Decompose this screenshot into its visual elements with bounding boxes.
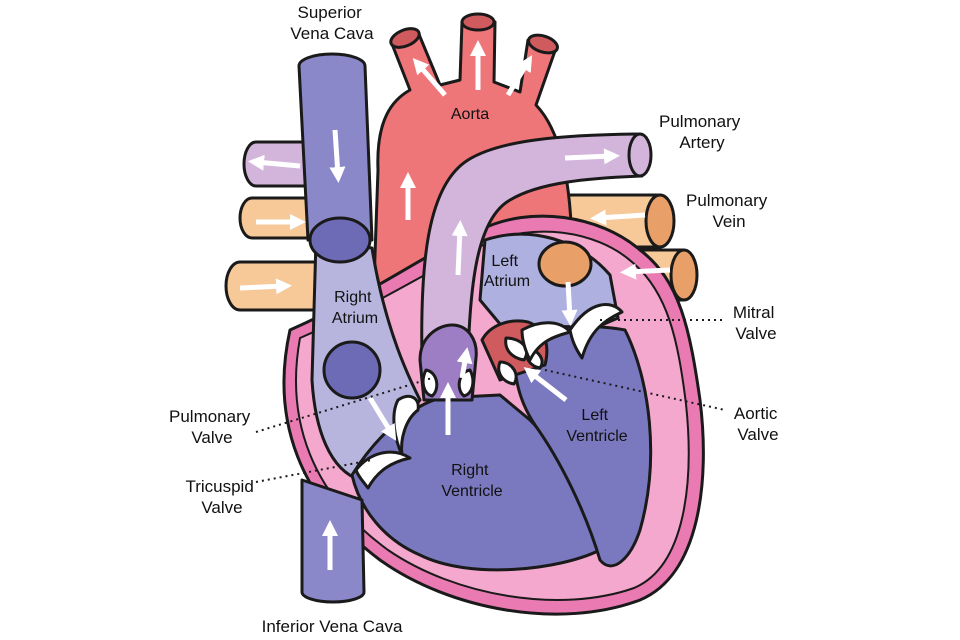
mitral-valve-label: Mitral Valve — [733, 303, 779, 343]
label-leaders — [255, 319, 726, 483]
aortic-valve-cusp — [504, 336, 529, 362]
internal-labels: Aorta Left Atrium Right Atrium Left Vent… — [332, 106, 628, 500]
pulmonary-valve-label-line1: Pulmonary — [169, 407, 251, 426]
pulmonary-artery-label-line1: Pulmonary — [659, 112, 741, 131]
pulmonary-vein-label-line1: Pulmonary — [686, 191, 768, 210]
right-ventricle-label-line1: Right — [451, 462, 489, 479]
inferior-vena-cava-opening — [322, 340, 382, 400]
aorta-label-line1: Aorta — [451, 106, 489, 123]
right-ventricle-label-line2: Ventricle — [441, 483, 502, 500]
aortic-valve-label-line1: Aortic — [734, 404, 778, 423]
aorta-branch-opening — [527, 33, 559, 55]
pulmonary-valve-label-line2: Valve — [191, 428, 232, 447]
pulmonary-artery-label: Pulmonary Artery — [659, 112, 745, 152]
inferior-vena-cava — [300, 478, 366, 604]
aorta-branch-opening — [389, 27, 421, 49]
right-ventricle-label: Right Ventricle — [441, 462, 502, 500]
tricuspid-valve-label-line1: Tricuspid — [185, 477, 253, 496]
pulmonary-artery-label-line2: Artery — [679, 133, 725, 152]
aorta-branch-opening — [460, 12, 496, 32]
arrow — [523, 367, 568, 402]
mitral-valve-label-line1: Mitral — [733, 303, 775, 322]
left-atrium-label-line2: Atrium — [484, 273, 530, 290]
arrow — [505, 55, 533, 97]
tricuspid-valve-label-line2: Valve — [201, 498, 242, 517]
inferior-vena-cava-label: Inferior Vena Cava — [262, 617, 403, 636]
left-ventricle-label: Left Ventricle — [566, 407, 627, 445]
aortic-valve-label-line2: Valve — [737, 425, 778, 444]
left-ventricle-label-line1: Left — [581, 407, 608, 424]
superior-vena-cava-label: Superior Vena Cava — [290, 3, 374, 43]
arrow — [590, 209, 646, 226]
pulmonary-vein-label: Pulmonary Vein — [686, 191, 772, 231]
pulmonary-artery-opening — [627, 132, 653, 178]
left-atrium-label-line1: Left — [491, 253, 518, 270]
vein-opening — [669, 248, 699, 302]
left-ventricle-label-line2: Ventricle — [566, 428, 627, 445]
vein-opening — [644, 193, 676, 249]
external-labels: Superior Vena Cava Pulmonary Artery Pulm… — [169, 3, 782, 636]
inferior-vena-cava-label-line1: Inferior Vena Cava — [262, 617, 403, 636]
arrow — [239, 278, 292, 295]
aortic-valve-leader — [544, 369, 726, 411]
pulmonary-valve-label: Pulmonary Valve — [169, 407, 255, 447]
superior-vena-cava-label-line2: Vena Cava — [290, 24, 374, 43]
arrow — [412, 57, 447, 97]
pulmonary-vein-opening — [537, 240, 593, 288]
arrow — [367, 396, 397, 441]
pulmonary-vein-label-line2: Vein — [712, 212, 745, 231]
aortic-valve-cusp — [497, 360, 518, 386]
blood-flow-arrows — [239, 39, 671, 570]
mitral-valve-leaflet — [520, 321, 572, 362]
right-atrium-label-line2: Atrium — [332, 310, 378, 327]
arrow — [561, 281, 578, 326]
arrow — [248, 154, 301, 171]
mitral-valve-leaflet — [568, 303, 624, 360]
pulmonary-valve-leader — [255, 377, 433, 433]
arrow — [329, 129, 346, 183]
arrow — [564, 148, 620, 165]
mitral-valve-label-line2: Valve — [735, 324, 776, 343]
arrow — [620, 263, 671, 280]
aorta-label: Aorta — [451, 106, 489, 123]
superior-vena-cava-label-line1: Superior — [298, 3, 363, 22]
tricuspid-valve-label: Tricuspid Valve — [185, 477, 258, 517]
arrow — [451, 220, 468, 276]
aortic-valve-label: Aortic Valve — [734, 404, 782, 444]
arrow — [456, 347, 473, 379]
right-atrium-label-line1: Right — [334, 289, 372, 306]
tricuspid-valve-leader — [255, 459, 373, 483]
pulmonary-valve-cusp — [421, 368, 439, 398]
superior-vena-cava-opening — [308, 216, 372, 264]
right-atrium-label: Right Atrium — [332, 289, 378, 327]
left-atrium-label: Left Atrium — [484, 253, 530, 290]
